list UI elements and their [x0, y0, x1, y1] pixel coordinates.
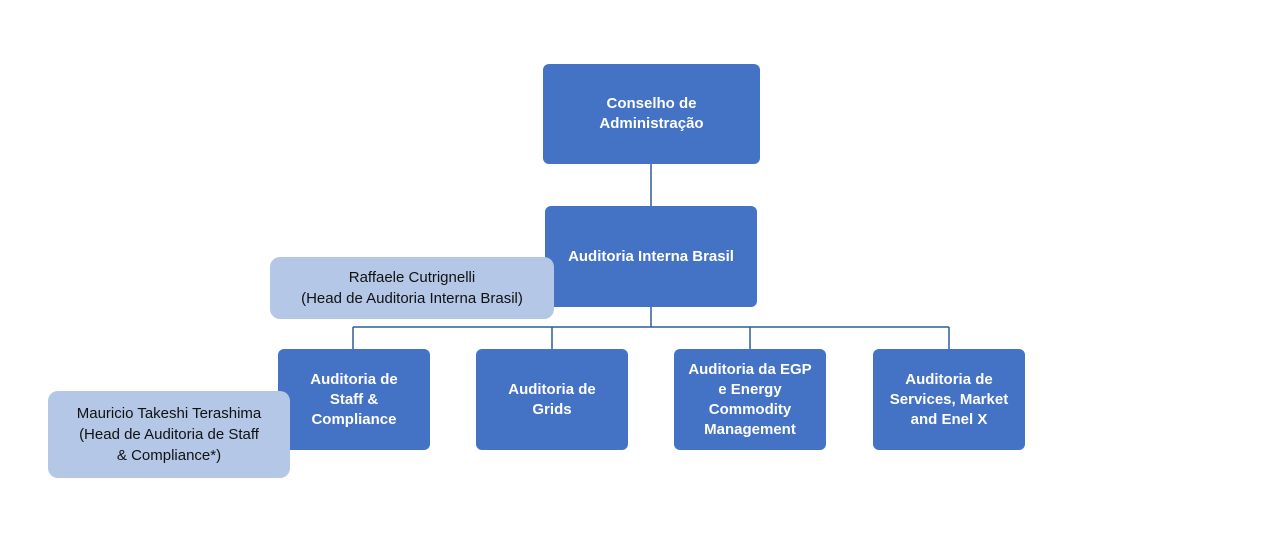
- node-label: Auditoria da EGP e Energy Commodity Mana…: [688, 360, 812, 438]
- node-auditoria-staff-compliance: Auditoria de Staff & Compliance: [278, 349, 430, 450]
- callout-head-auditoria-staff: Mauricio Takeshi Terashima (Head de Audi…: [48, 391, 290, 478]
- node-auditoria-services-market: Auditoria de Services, Market and Enel X: [873, 349, 1025, 450]
- node-label: Auditoria Interna Brasil: [568, 247, 734, 265]
- node-label: Auditoria de Grids: [508, 380, 596, 418]
- callout-text: Mauricio Takeshi Terashima (Head de Audi…: [76, 405, 262, 464]
- node-label: Conselho de Administração: [599, 95, 704, 132]
- node-auditoria-interna-brasil: Auditoria Interna Brasil: [545, 206, 757, 307]
- callout-head-auditoria-interna: Raffaele Cutrignelli (Head de Auditoria …: [270, 257, 554, 319]
- node-label: Auditoria de Staff & Compliance: [310, 370, 398, 428]
- callout-text: Raffaele Cutrignelli (Head de Auditoria …: [301, 269, 523, 307]
- node-label: Auditoria de Services, Market and Enel X: [889, 370, 1009, 428]
- node-auditoria-egp-energy: Auditoria da EGP e Energy Commodity Mana…: [674, 349, 826, 450]
- node-auditoria-grids: Auditoria de Grids: [476, 349, 628, 450]
- node-conselho-de-administracao: Conselho de Administração: [543, 64, 760, 164]
